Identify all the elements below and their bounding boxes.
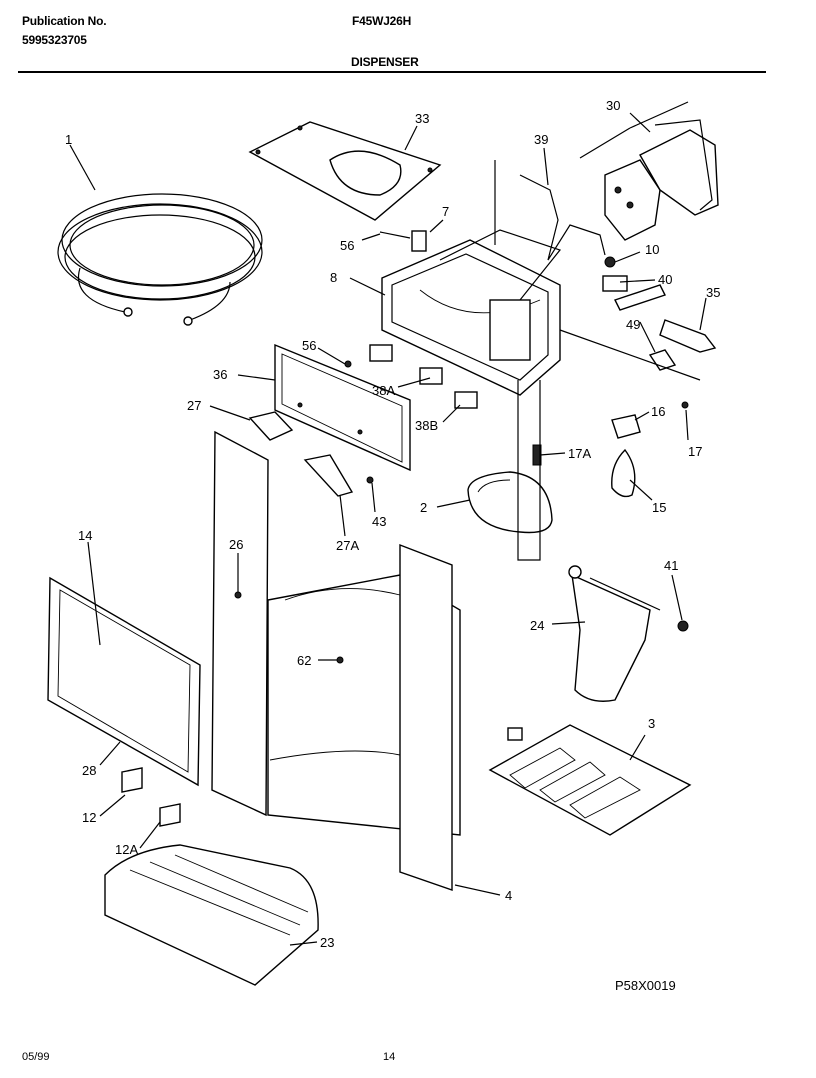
callout-4: 4	[505, 888, 512, 903]
screw-26	[234, 591, 242, 599]
callout-26: 26	[229, 537, 243, 552]
screw-17	[681, 401, 689, 409]
callout-12a: 12A	[115, 842, 138, 857]
door-frame-part	[47, 576, 201, 787]
actuator-paddle-part	[568, 565, 661, 702]
callout-15: 15	[652, 500, 666, 515]
callout-17: 17	[688, 444, 702, 459]
callout-10: 10	[645, 242, 659, 257]
leader-lines	[69, 112, 707, 946]
clip-12-part	[121, 767, 143, 793]
callout-38b: 38B	[415, 418, 438, 433]
callout-49: 49	[626, 317, 640, 332]
solenoid-cover-part	[579, 101, 719, 241]
callout-40: 40	[658, 272, 672, 287]
callout-27a: 27A	[336, 538, 359, 553]
heater-part	[488, 724, 692, 836]
callout-43: 43	[372, 514, 386, 529]
footer-date: 05/99	[22, 1051, 50, 1063]
callout-7: 7	[442, 204, 449, 219]
tubing-coil-part	[57, 193, 263, 326]
callout-35: 35	[706, 285, 720, 300]
callout-1: 1	[65, 132, 72, 147]
callout-27: 27	[187, 398, 201, 413]
callout-12: 12	[82, 810, 96, 825]
callout-2: 2	[420, 500, 427, 515]
section-title: DISPENSER	[351, 55, 419, 69]
callout-56-top: 56	[340, 238, 354, 253]
drip-tray-part	[104, 844, 319, 986]
callout-39: 39	[534, 132, 548, 147]
callout-28: 28	[82, 763, 96, 778]
solenoid-part	[659, 319, 717, 353]
callout-62: 62	[297, 653, 311, 668]
callout-38a: 38A	[372, 383, 395, 398]
actuator-rod-part	[519, 174, 606, 261]
control-panel-part	[274, 343, 411, 472]
lamp-bulb-part	[611, 448, 636, 498]
screw-62	[336, 656, 344, 664]
catch-27-part	[248, 411, 294, 441]
callout-16: 16	[651, 404, 665, 419]
callout-36: 36	[213, 367, 227, 382]
lamp-socket-part	[611, 414, 641, 439]
clip-part	[602, 275, 628, 292]
spring-41-part	[677, 620, 689, 632]
callout-23: 23	[320, 935, 334, 950]
diagram-code: P58X0019	[615, 978, 676, 993]
switch-38a-part	[369, 344, 393, 362]
left-side-panel	[211, 430, 269, 817]
right-side-panel-4	[399, 543, 453, 891]
callout-33: 33	[415, 111, 429, 126]
switch-38b-part	[454, 391, 478, 409]
switch-bracket-part	[411, 230, 427, 252]
lever-part	[614, 284, 666, 311]
publication-label: Publication No.	[22, 14, 107, 28]
screw-56b	[344, 360, 352, 368]
callout-30: 30	[606, 98, 620, 113]
footer-page-number: 14	[383, 1051, 395, 1063]
screw-43	[366, 476, 374, 484]
callout-labels: 1 33 7 56 8 39 30 10 40 35 49 56 36 38A …	[65, 98, 720, 950]
clip-12a-part	[159, 803, 181, 827]
callout-56-mid: 56	[302, 338, 316, 353]
model-number: F45WJ26H	[352, 14, 412, 28]
switch-38a2-part	[419, 367, 443, 385]
spring-part	[604, 256, 616, 268]
mounting-plate-part	[248, 121, 442, 221]
callout-24: 24	[530, 618, 544, 633]
publication-number: 5995323705	[22, 33, 87, 47]
chute-part	[467, 471, 553, 534]
lever-27a-part	[303, 454, 354, 497]
callout-41: 41	[664, 558, 678, 573]
callout-3: 3	[648, 716, 655, 731]
dispenser-housing-part	[381, 229, 562, 396]
header-rule	[18, 71, 766, 73]
callout-8: 8	[330, 270, 337, 285]
callout-14: 14	[78, 528, 92, 543]
callout-17a: 17A	[568, 446, 591, 461]
